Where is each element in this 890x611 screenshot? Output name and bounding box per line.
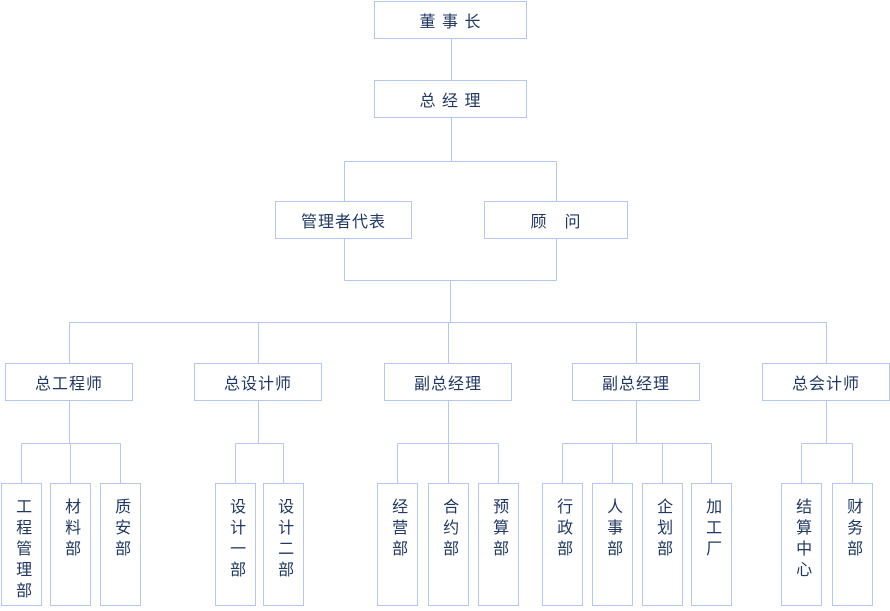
node-chief-engineer: 总工程师 — [5, 363, 133, 401]
node-dept-settlement-center: 结算中心 — [781, 483, 822, 606]
node-deputy-gm-2: 副总经理 — [572, 363, 700, 401]
node-management-representative: 管理者代表 — [275, 201, 412, 239]
node-chief-designer: 总设计师 — [194, 363, 322, 401]
node-dept-design-1: 设计一部 — [215, 483, 256, 606]
org-node-label: 工程管理部 — [13, 498, 31, 603]
node-dept-operations: 经营部 — [377, 483, 418, 606]
node-dept-budget: 预算部 — [478, 483, 519, 606]
org-node-label: 副总经理 — [413, 376, 482, 393]
node-dept-hr: 人事部 — [592, 483, 633, 606]
org-node-label: 总工程师 — [34, 376, 103, 393]
node-chief-accountant: 总会计师 — [762, 363, 890, 401]
node-deputy-gm-1: 副总经理 — [384, 363, 512, 401]
node-advisor: 顾 问 — [484, 201, 628, 239]
node-dept-quality-safety: 质安部 — [100, 483, 141, 606]
org-node-label: 总设计师 — [223, 376, 292, 393]
org-node-label: 管理者代表 — [300, 214, 386, 231]
node-dept-planning: 企划部 — [642, 483, 683, 606]
node-dept-contracts: 合约部 — [428, 483, 469, 606]
node-dept-materials: 材料部 — [50, 483, 91, 606]
node-dept-factory: 加工厂 — [691, 483, 732, 606]
node-dept-engineering-management: 工程管理部 — [1, 483, 42, 606]
org-node-label: 行政部 — [554, 498, 572, 561]
org-node-label: 合约部 — [440, 498, 458, 561]
org-node-label: 材料部 — [62, 498, 80, 561]
org-node-label: 董 事 长 — [419, 14, 482, 31]
node-dept-design-2: 设计二部 — [263, 483, 304, 606]
org-node-label: 总会计师 — [791, 376, 860, 393]
org-node-label: 预算部 — [490, 498, 508, 561]
org-node-label: 副总经理 — [601, 376, 670, 393]
node-chairman: 董 事 长 — [374, 1, 527, 39]
node-dept-administration: 行政部 — [542, 483, 583, 606]
node-general-manager: 总 经 理 — [374, 80, 527, 118]
org-node-label: 顾 问 — [530, 214, 582, 231]
org-node-label: 加工厂 — [703, 498, 721, 561]
org-node-label: 设计二部 — [275, 498, 293, 582]
org-node-label: 质安部 — [112, 498, 130, 561]
org-node-label: 经营部 — [389, 498, 407, 561]
org-node-label: 人事部 — [604, 498, 622, 561]
org-node-label: 总 经 理 — [419, 93, 482, 110]
org-node-label: 财务部 — [844, 498, 862, 561]
node-dept-finance: 财务部 — [832, 483, 873, 606]
org-node-label: 设计一部 — [227, 498, 245, 582]
org-node-label: 结算中心 — [793, 498, 811, 582]
org-node-label: 企划部 — [654, 498, 672, 561]
